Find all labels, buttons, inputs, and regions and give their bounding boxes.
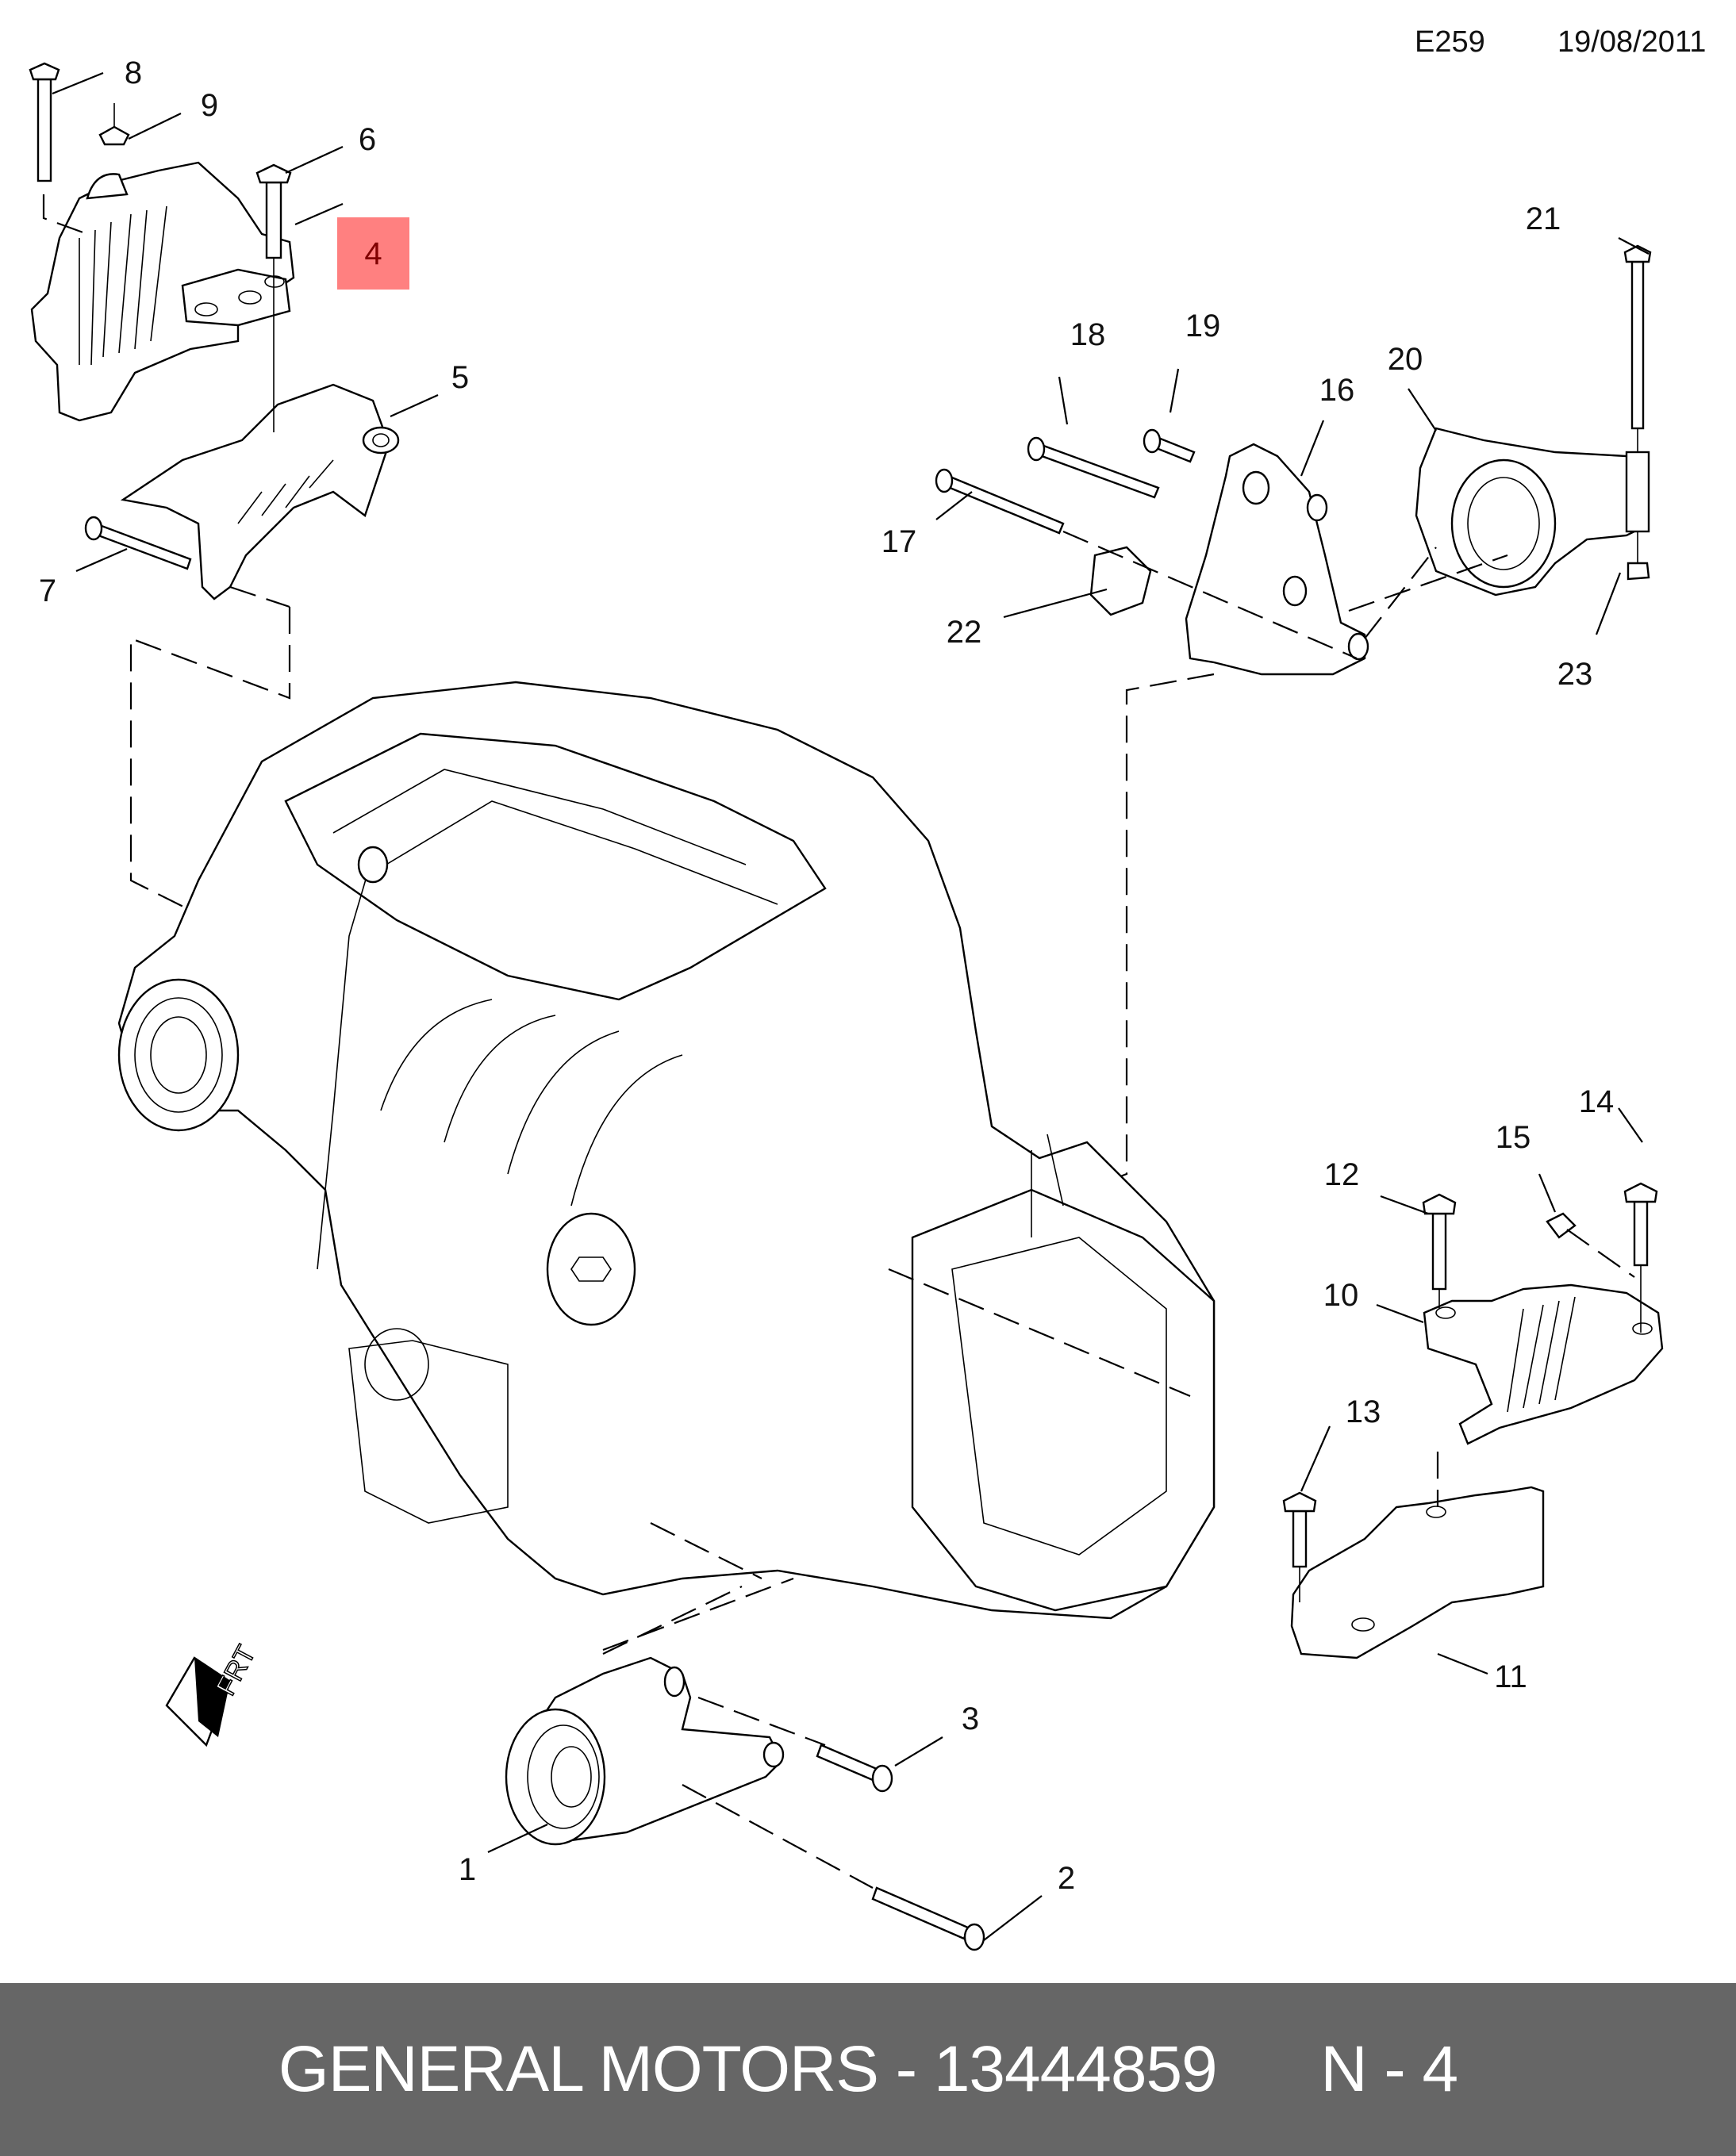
- exploded-parts-diagram: FRT: [29, 62, 1664, 1951]
- callout-21[interactable]: 21: [1525, 201, 1561, 236]
- bolt-part-12[interactable]: [1422, 1193, 1457, 1309]
- brand-name: GENERAL MOTORS: [278, 2033, 879, 2105]
- bolt-part-2[interactable]: [871, 1886, 985, 1951]
- nut-part-9[interactable]: [98, 103, 130, 146]
- bolt-part-3[interactable]: [816, 1744, 893, 1793]
- bracket-part-5[interactable]: [120, 286, 400, 600]
- callout-3[interactable]: 3: [961, 1701, 980, 1736]
- illustration-code: E259: [1415, 25, 1485, 59]
- mount-part-10[interactable]: [1423, 1283, 1664, 1445]
- callout-11[interactable]: 11: [1494, 1659, 1527, 1694]
- callout-10[interactable]: 10: [1323, 1278, 1359, 1313]
- callout-9[interactable]: 9: [200, 88, 219, 123]
- callout-22[interactable]: 22: [946, 615, 982, 650]
- callout-5[interactable]: 5: [451, 360, 470, 395]
- callout-20[interactable]: 20: [1387, 342, 1423, 377]
- bolt-part-14[interactable]: [1623, 1182, 1658, 1333]
- callout-16[interactable]: 16: [1319, 373, 1355, 408]
- callout-1[interactable]: 1: [458, 1852, 477, 1887]
- bolt-part-7[interactable]: [84, 516, 192, 570]
- callout-14[interactable]: 14: [1578, 1084, 1615, 1119]
- callout-4-highlighted[interactable]: 4: [337, 217, 409, 290]
- callout-12[interactable]: 12: [1323, 1157, 1360, 1192]
- bolt-part-13[interactable]: [1282, 1491, 1317, 1602]
- brand-separator: -: [878, 2033, 934, 2105]
- engine-assembly: [117, 681, 1216, 1620]
- callout-13[interactable]: 13: [1345, 1394, 1381, 1429]
- bracket-part-11[interactable]: [1290, 1452, 1545, 1659]
- bolt-part-21[interactable]: [1623, 244, 1652, 452]
- clip-part-15[interactable]: [1546, 1212, 1635, 1278]
- callout-leaders: [52, 71, 1650, 1941]
- mount-part-1[interactable]: [505, 1656, 785, 1846]
- bracket-part-16[interactable]: [1185, 443, 1369, 676]
- callout-2[interactable]: 2: [1057, 1861, 1076, 1896]
- shield-part-22[interactable]: [1089, 546, 1152, 616]
- callout-19[interactable]: 19: [1185, 309, 1221, 343]
- callout-6[interactable]: 6: [358, 122, 377, 157]
- banner-gap: [1217, 2032, 1321, 2107]
- engine-mount-part-4[interactable]: [30, 161, 295, 422]
- nut-part-23[interactable]: [1627, 531, 1650, 581]
- bolt-part-6[interactable]: [255, 163, 292, 286]
- bolt-part-8[interactable]: [29, 62, 60, 182]
- callout-15[interactable]: 15: [1495, 1120, 1531, 1155]
- bolt-part-19[interactable]: [1143, 428, 1196, 463]
- bolt-part-17[interactable]: [935, 468, 1065, 535]
- position-label: N - 4: [1320, 2033, 1458, 2105]
- callout-18[interactable]: 18: [1070, 317, 1106, 352]
- front-direction-marker: FRT: [165, 1640, 263, 1747]
- callout-8[interactable]: 8: [124, 56, 143, 90]
- callout-23[interactable]: 23: [1557, 657, 1593, 692]
- callout-17[interactable]: 17: [881, 524, 917, 559]
- bolt-part-18[interactable]: [1027, 436, 1160, 499]
- diagram-date: 19/08/2011: [1557, 25, 1707, 59]
- part-info-banner: GENERAL MOTORS - 13444859 N - 4: [0, 1983, 1736, 2156]
- mount-part-20[interactable]: [1415, 427, 1650, 597]
- part-number: 13444859: [933, 2033, 1218, 2105]
- callout-7[interactable]: 7: [38, 574, 57, 608]
